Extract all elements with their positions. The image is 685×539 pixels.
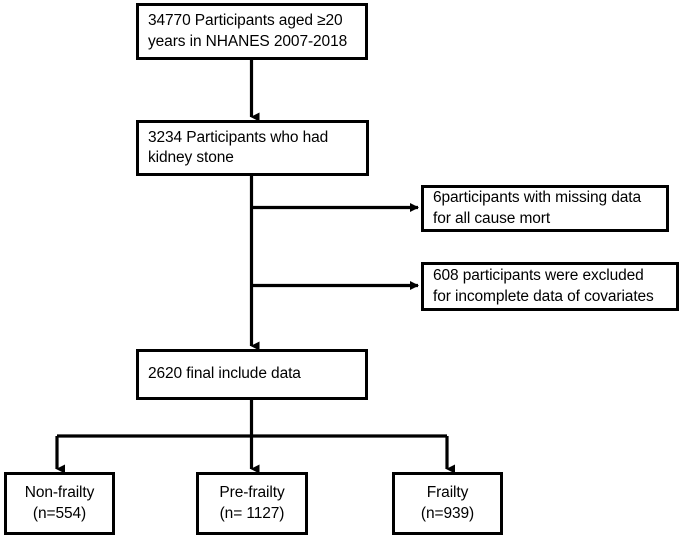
node-pre-frailty: Pre-frailty (n= 1127) — [196, 472, 308, 535]
node-frailty-label: Frailty — [426, 484, 469, 502]
node-frailty: Frailty (n=939) — [392, 472, 503, 535]
node-final-included-line-1: 2620 final include data — [148, 365, 301, 383]
node-excluded-incomplete-covariates-line-1: 608 participants were excluded — [433, 267, 644, 285]
node-source-population: 34770 Participants aged ≥20 years in NHA… — [136, 3, 368, 60]
node-kidney-stone: 3234 Participants who had kidney stone — [136, 120, 369, 176]
node-pre-frailty-label: Pre-frailty — [219, 484, 285, 502]
node-pre-frailty-count: (n= 1127) — [219, 504, 285, 522]
node-excluded-incomplete-covariates-line-2: for incomplete data of covariates — [433, 287, 654, 305]
node-kidney-stone-line-2: kidney stone — [148, 149, 234, 166]
node-non-frailty: Non-frailty (n=554) — [4, 472, 115, 535]
node-final-included: 2620 final include data — [136, 349, 368, 400]
node-non-frailty-label: Non-frailty — [24, 484, 95, 502]
node-source-line-2: years in NHANES 2007-2018 — [148, 32, 348, 50]
node-excluded-missing-mortality-line-1: 6participants with missing data — [433, 189, 641, 207]
node-non-frailty-count: (n=554) — [32, 504, 87, 522]
node-frailty-count: (n=939) — [420, 504, 475, 522]
node-excluded-missing-mortality: 6participants with missing data for all … — [421, 185, 669, 232]
node-excluded-missing-mortality-line-2: for all cause mort — [433, 209, 551, 227]
node-source-line-1: 34770 Participants aged ≥20 — [148, 12, 343, 30]
node-excluded-incomplete-covariates: 608 participants were excluded for incom… — [421, 262, 679, 311]
node-kidney-stone-line-1: 3234 Participants who had — [148, 128, 329, 146]
